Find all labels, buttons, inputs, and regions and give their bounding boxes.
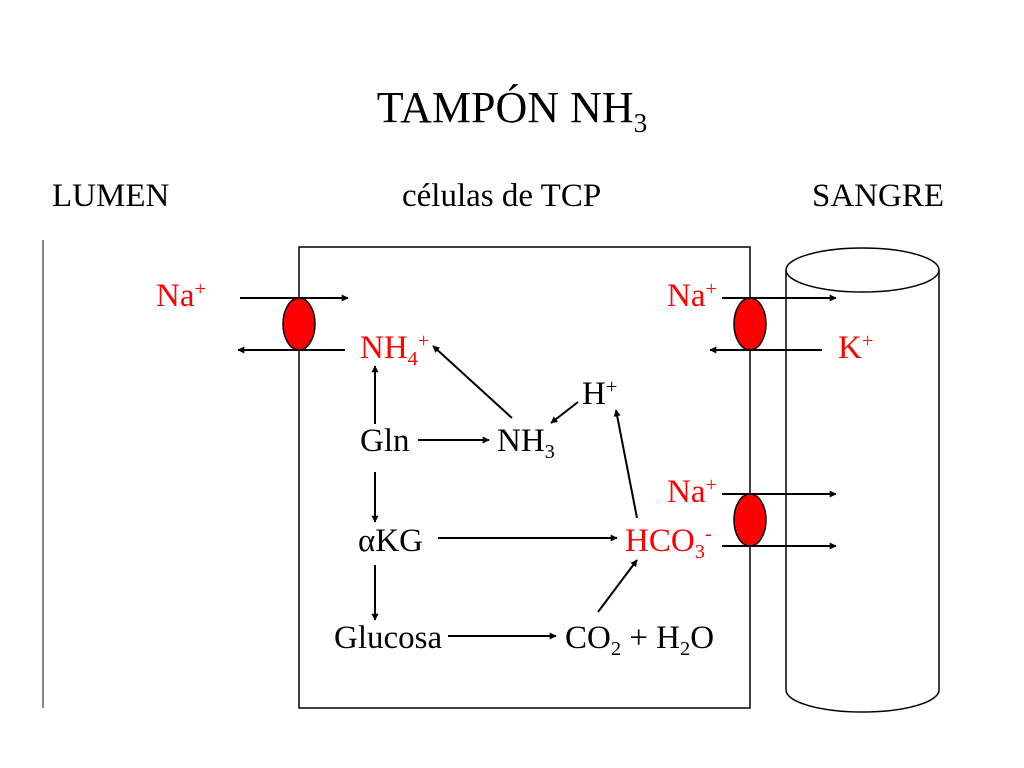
na-hco3-cotransporter xyxy=(722,490,837,550)
tcp-cell-box xyxy=(298,246,751,709)
page-title: TAMPÓN NH3 xyxy=(376,83,648,138)
na-k-pump xyxy=(709,294,837,354)
label-na-lumen: Na+ xyxy=(156,277,207,314)
label-nh4: NH4+ xyxy=(360,329,430,371)
arrow-nh3-to-nh4 xyxy=(432,345,513,419)
label-gln: Gln xyxy=(360,423,410,459)
blood-vessel-cylinder xyxy=(785,247,940,713)
arrow-hco3-to-h xyxy=(613,409,638,519)
label-alpha-kg: αKG xyxy=(358,523,423,559)
label-hco3: HCO3- xyxy=(625,522,712,564)
label-h: H+ xyxy=(582,375,618,412)
arrow-co2-to-hco3 xyxy=(597,559,638,613)
header-tcp-cells: células de TCP xyxy=(402,178,602,214)
label-co2-h2o: CO2 + H2O xyxy=(565,620,715,661)
header-lumen: LUMEN xyxy=(52,178,170,214)
label-na-basolateral-bottom: Na+ xyxy=(667,473,718,510)
label-k: K+ xyxy=(838,329,874,366)
label-glucosa: Glucosa xyxy=(334,620,443,656)
label-na-basolateral-top: Na+ xyxy=(667,277,718,314)
arrow-h-to-nh3 xyxy=(550,401,579,424)
apical-na-nh4-exchanger xyxy=(237,294,349,354)
header-sangre: SANGRE xyxy=(812,178,945,214)
label-nh3: NH3 xyxy=(497,423,555,464)
